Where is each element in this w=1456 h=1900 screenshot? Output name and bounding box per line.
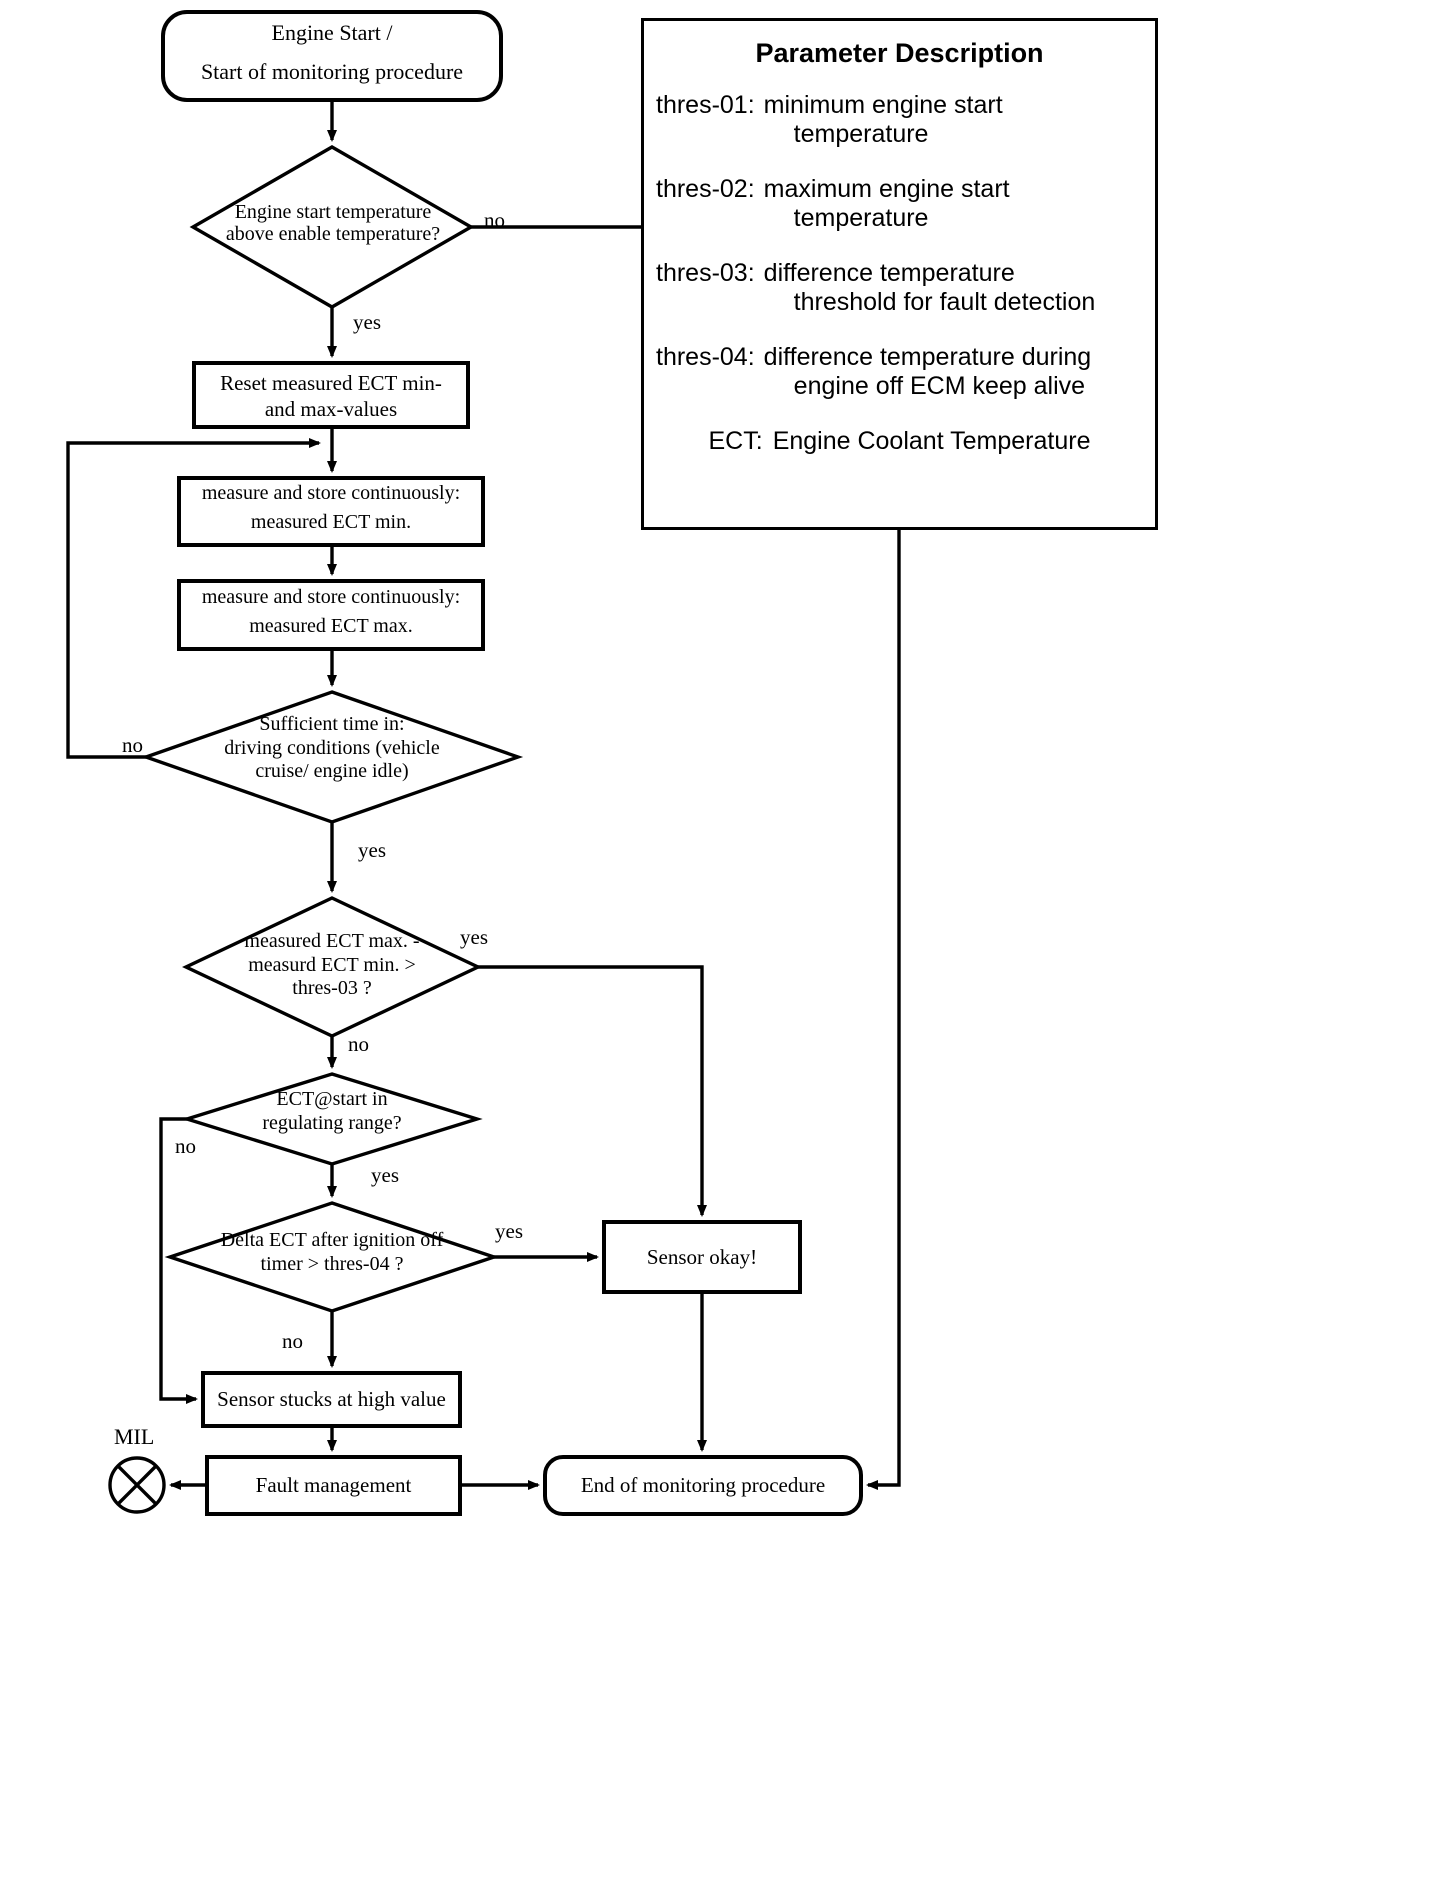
shape-measure-min: [177, 476, 485, 547]
edge-label-enable-yes: yes: [353, 310, 381, 334]
edge-label-time-no: no: [122, 733, 143, 757]
edge-label-regrange-no: no: [175, 1134, 196, 1158]
node-start-line1: Engine Start /: [271, 20, 393, 45]
edge-label-thres03-no: no: [348, 1032, 369, 1056]
parameter-value-line2: engine off ECM keep alive: [793, 372, 1086, 400]
parameter-value: difference temperature threshold for fau…: [764, 259, 1155, 317]
node-decision-enable-label: Engine start temperature above enable te…: [202, 201, 464, 246]
parameter-key: thres-02:: [656, 175, 755, 203]
node-measmin-line1: measure and store continuously:: [201, 482, 461, 504]
parameter-value-line1: maximum engine start: [763, 175, 1010, 203]
node-sensor-stuck-label: Sensor stucks at high value: [217, 1387, 446, 1411]
node-end-label: End of monitoring procedure: [580, 1473, 826, 1497]
parameter-value-line2: temperature: [793, 204, 929, 232]
parameter-key: thres-01:: [656, 91, 755, 119]
node-time-line3: cruise/ engine idle): [255, 760, 409, 783]
parameter-value-line1: minimum engine start: [763, 91, 1003, 119]
node-decision-ignoff-label: Delta ECT after ignition off timer > thr…: [188, 1228, 476, 1276]
edge-label-enable-no: no: [484, 208, 505, 232]
node-ignoff-line1: Delta ECT after ignition off: [220, 1229, 444, 1251]
node-time-line2: driving conditions (vehicle: [224, 736, 440, 759]
parameter-value-line1: difference temperature: [763, 259, 1015, 287]
parameter-value: maximum engine start temperature: [764, 175, 1155, 233]
parameter-description-panel: Parameter Description thres-01: minimum …: [641, 18, 1158, 530]
parameter-value: difference temperature during engine off…: [764, 343, 1155, 401]
parameter-value: minimum engine start temperature: [764, 91, 1155, 149]
shape-measure-max: [177, 579, 485, 651]
edge-regrange-no: [159, 1117, 198, 1404]
parameter-value-line2: threshold for fault detection: [793, 288, 1096, 316]
parameter-footer-value: Engine Coolant Temperature: [772, 427, 1091, 455]
node-reset-line2: and max-values: [264, 396, 398, 421]
node-regrange-line1: ECT@start in: [276, 1088, 388, 1110]
edge-label-ignoff-no: no: [282, 1329, 303, 1353]
parameter-footer: ECT: Engine Coolant Temperature: [644, 427, 1155, 456]
node-decision-regrange-label: ECT@start in regulating range?: [212, 1087, 452, 1135]
parameter-key: thres-04:: [656, 343, 755, 371]
shape-end: [543, 1455, 863, 1516]
parameter-key: thres-03:: [656, 259, 755, 287]
parameter-panel-title: Parameter Description: [755, 38, 1044, 68]
node-ignoff-line2: timer > thres-04 ?: [260, 1253, 404, 1275]
node-measmax-line1: measure and store continuously:: [201, 586, 461, 608]
node-start-label: Engine Start / Start of monitoring proce…: [163, 20, 501, 86]
node-enable-line2: above enable temperature?: [225, 223, 441, 246]
node-measure-max-label: measure and store continuously: measured…: [179, 585, 483, 639]
node-measmin-line2: measured ECT min.: [250, 511, 412, 534]
parameter-footer-key: ECT:: [708, 427, 763, 455]
node-regrange-line2: regulating range?: [262, 1112, 402, 1134]
node-sensor-okay-label: Sensor okay!: [646, 1245, 758, 1269]
node-decision-thres03-label: measured ECT max. - measurd ECT min. > t…: [207, 930, 457, 1001]
edge-thres03-yes: [478, 965, 707, 1217]
node-thres03-line2: measurd ECT min. >: [248, 953, 416, 976]
node-thres03-line1: measured ECT max. -: [244, 930, 420, 952]
parameter-item: thres-03: difference temperature thresho…: [644, 259, 1155, 317]
node-time-line1: Sufficient time in:: [259, 713, 405, 735]
parameter-item: thres-04: difference temperature during …: [644, 343, 1155, 401]
node-thres03-line3: thres-03 ?: [292, 977, 372, 1000]
parameter-list: thres-01: minimum engine start temperatu…: [644, 91, 1155, 456]
edge-label-ignoff-yes: yes: [495, 1219, 523, 1243]
node-fault-management-label: Fault management: [255, 1473, 412, 1497]
node-enable-line1: Engine start temperature: [234, 201, 432, 223]
node-measmax-line2: measured ECT max.: [249, 615, 413, 638]
mil-text-label: MIL: [114, 1424, 155, 1449]
node-measure-min-label: measure and store continuously: measured…: [179, 481, 483, 535]
edge-label-thres03-yes: yes: [460, 925, 488, 949]
edge-label-time-yes: yes: [358, 838, 386, 862]
parameter-value-line1: difference temperature during: [763, 343, 1092, 371]
edge-label-regrange-yes: yes: [371, 1163, 399, 1187]
node-reset-label: Reset measured ECT min- and max-values: [194, 371, 468, 422]
node-start-line2: Start of monitoring procedure: [200, 58, 464, 84]
parameter-item: thres-02: maximum engine start temperatu…: [644, 175, 1155, 233]
parameter-value-line2: temperature: [793, 120, 929, 148]
node-decision-time-label: Sufficient time in: driving conditions (…: [177, 713, 487, 784]
node-reset-line1: Reset measured ECT min-: [220, 371, 442, 395]
parameter-item: thres-01: minimum engine start temperatu…: [644, 91, 1155, 149]
edge-time-no-loop: [66, 438, 321, 759]
edge-param-to-end: [866, 530, 901, 1490]
